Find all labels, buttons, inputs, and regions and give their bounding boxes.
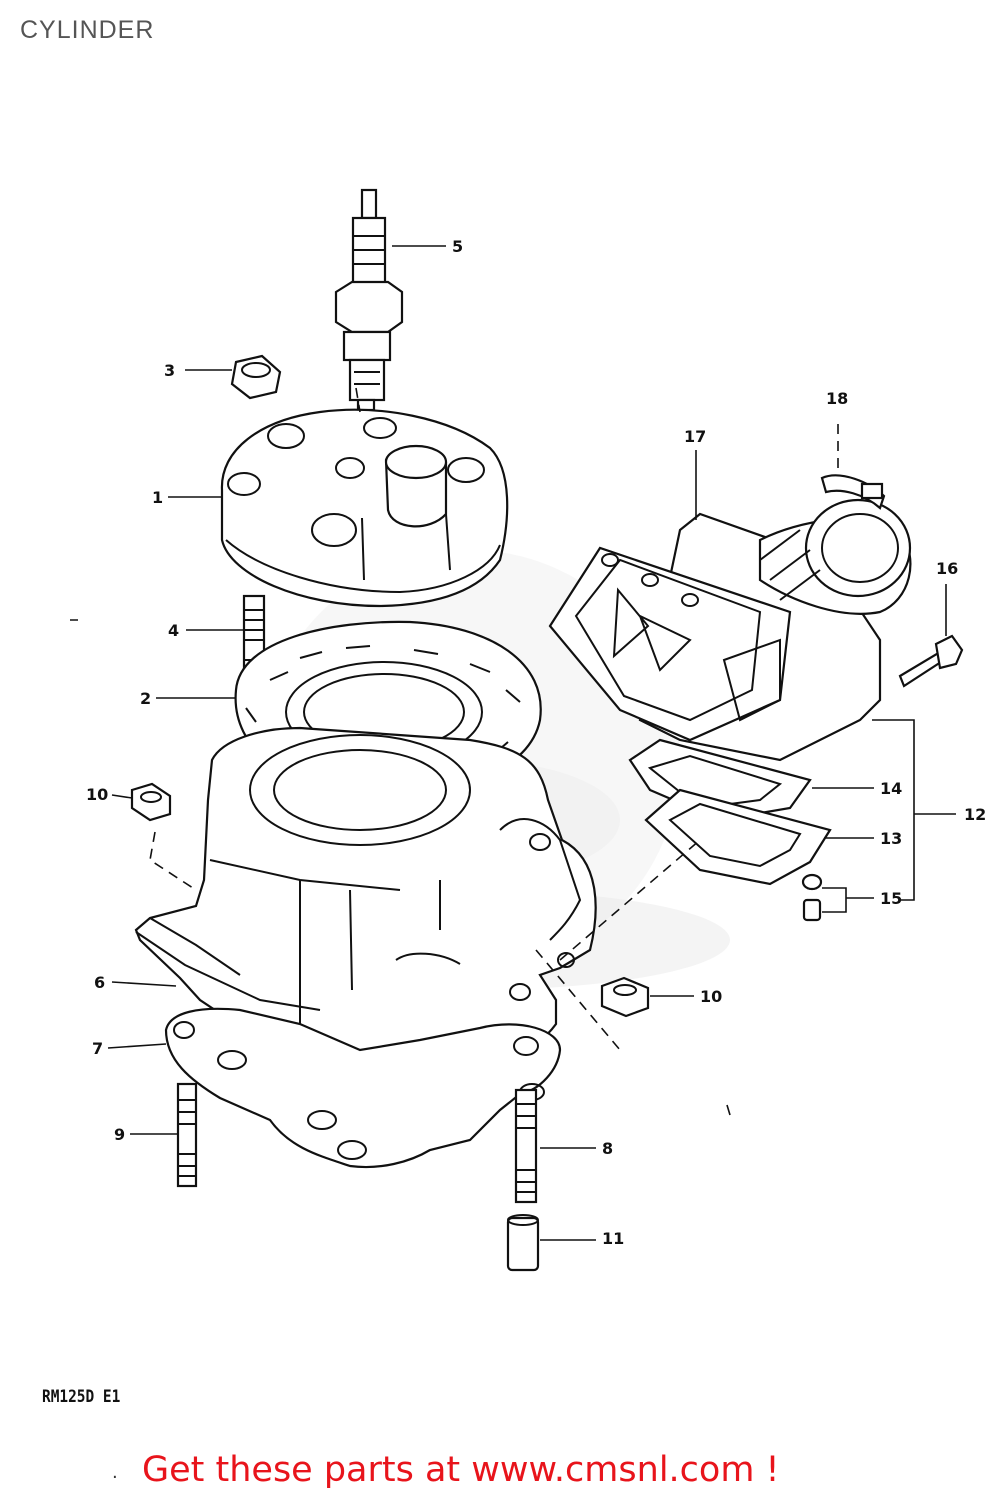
bolt[interactable] — [898, 634, 964, 688]
callout-labels: 1 2 3 4 5 6 7 8 9 10 10 11 12 13 14 15 1… — [86, 237, 986, 1248]
callout-7: 7 — [92, 1039, 103, 1058]
head-nut[interactable] — [230, 354, 282, 400]
screw-and-washer[interactable] — [801, 873, 823, 922]
model-code: RM125D E1 — [42, 1387, 121, 1407]
callout-4: 4 — [168, 621, 179, 640]
callout-9: 9 — [114, 1125, 125, 1144]
intake-pipe[interactable] — [548, 498, 912, 762]
callout-15: 15 — [880, 889, 902, 908]
bullet-dot: · — [112, 1467, 118, 1488]
callout-16: 16 — [936, 559, 958, 578]
callout-6: 6 — [94, 973, 105, 992]
callout-1: 1 — [152, 488, 163, 507]
callout-12: 12 — [964, 805, 986, 824]
callout-13: 13 — [880, 829, 902, 848]
callout-14: 14 — [880, 779, 902, 798]
base-stud-left[interactable] — [176, 1082, 198, 1188]
cylinder-nut-left[interactable] — [130, 782, 172, 822]
callout-18: 18 — [826, 389, 848, 408]
cylinder-nut-right[interactable] — [600, 976, 650, 1018]
reed-plate[interactable] — [644, 788, 832, 886]
base-stud-right[interactable] — [514, 1088, 538, 1204]
callout-11: 11 — [602, 1229, 624, 1248]
callout-5: 5 — [452, 237, 463, 256]
dowel-pin[interactable] — [506, 1214, 540, 1272]
page-title: CYLINDER — [20, 16, 155, 44]
callout-10b: 10 — [700, 987, 722, 1006]
hose-clamp[interactable] — [820, 474, 886, 510]
cylinder-head[interactable] — [220, 408, 509, 608]
callout-2: 2 — [140, 689, 151, 708]
callout-3: 3 — [164, 361, 175, 380]
spark-plug[interactable] — [334, 188, 404, 412]
callout-8: 8 — [602, 1139, 613, 1158]
get-parts-link[interactable]: Get these parts at www.cmsnl.com ! — [142, 1450, 780, 1490]
callout-10a: 10 — [86, 785, 108, 804]
callout-17: 17 — [684, 427, 706, 446]
